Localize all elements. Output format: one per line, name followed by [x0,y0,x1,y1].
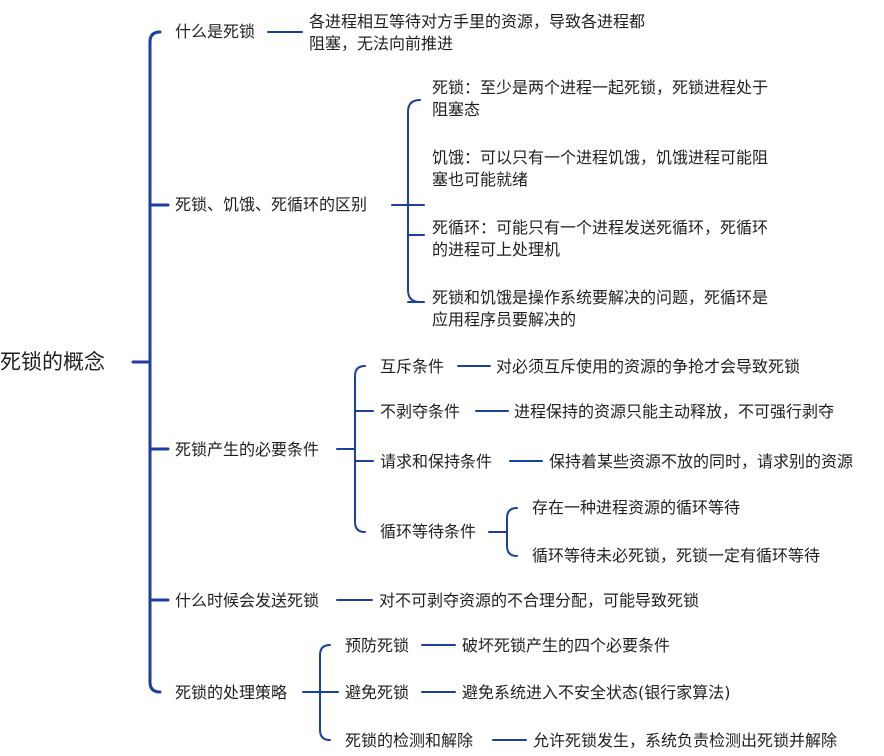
item-deadlock-line1: 死锁：至少是两个进程一起死锁，死锁进程处于 [432,78,769,97]
leaf-definition-line2: 阻塞，无法向前推进 [309,34,454,53]
branch-handling-strategy: 死锁的处理策略 [175,683,288,702]
sub-circular-wait: 循环等待条件 [380,522,477,541]
item-endless-loop-line1: 死循环：可能只有一个进程发送死循环，死循环 [432,218,769,237]
branch-necessary-conditions: 死锁产生的必要条件 [175,440,320,459]
leaf-hold-and-wait: 保持着某些资源不放的同时，请求别的资源 [549,452,854,471]
connector-line-19 [506,507,518,557]
leaf-detection-recovery: 允许死锁发生，系统负责检测出死锁并解除 [533,731,838,750]
connector-line-7 [407,99,421,303]
leaf-no-preemption: 进程保持的资源只能主动释放，不可强行剥夺 [514,402,835,421]
item-responsibility-line1: 死锁和饥饿是操作系统要解决的问题，死循环是 [432,288,769,307]
item-endless-loop-line2: 的进程可上处理机 [432,240,561,259]
branch-what-is-deadlock: 什么是死锁 [175,22,256,41]
leaf-avoidance: 避免系统进入不安全状态(银行家算法) [462,683,731,702]
leaf-when-deadlock: 对不可剥夺资源的不合理分配，可能导致死锁 [379,591,700,610]
item-responsibility-line2: 应用程序员要解决的 [432,310,577,329]
leaf-prevention: 破坏死锁产生的四个必要条件 [462,636,671,655]
leaf-circular-wait-1: 存在一种进程资源的循环等待 [532,498,741,517]
sub-detection-recovery: 死锁的检测和解除 [345,731,474,750]
sub-mutual-exclusion: 互斥条件 [380,357,445,376]
sub-prevention: 预防死锁 [345,636,410,655]
item-starvation-line2: 塞也可能就绪 [432,170,529,189]
root-node: 死锁的概念 [0,350,105,374]
sub-avoidance: 避免死锁 [345,683,410,702]
leaf-definition-line1: 各进程相互等待对方手里的资源，导致各进程都 [309,12,646,31]
connector-line-12 [354,365,366,533]
leaf-mutual-exclusion: 对必须互斥使用的资源的争抢才会导致死锁 [496,357,801,376]
leaf-circular-wait-2: 循环等待未必死锁，死锁一定有循环等待 [532,546,821,565]
connector-line-1 [148,30,162,694]
item-starvation-line1: 饥饿：可以只有一个进程饥饿，饥饿进程可能阻 [432,148,769,167]
sub-no-preemption: 不剥夺条件 [380,402,461,421]
branch-difference: 死锁、饥饿、死循环的区别 [175,195,368,214]
branch-when-deadlock: 什么时候会发送死锁 [175,591,320,610]
item-deadlock-line2: 阻塞态 [432,100,481,119]
sub-hold-and-wait: 请求和保持条件 [380,452,493,471]
